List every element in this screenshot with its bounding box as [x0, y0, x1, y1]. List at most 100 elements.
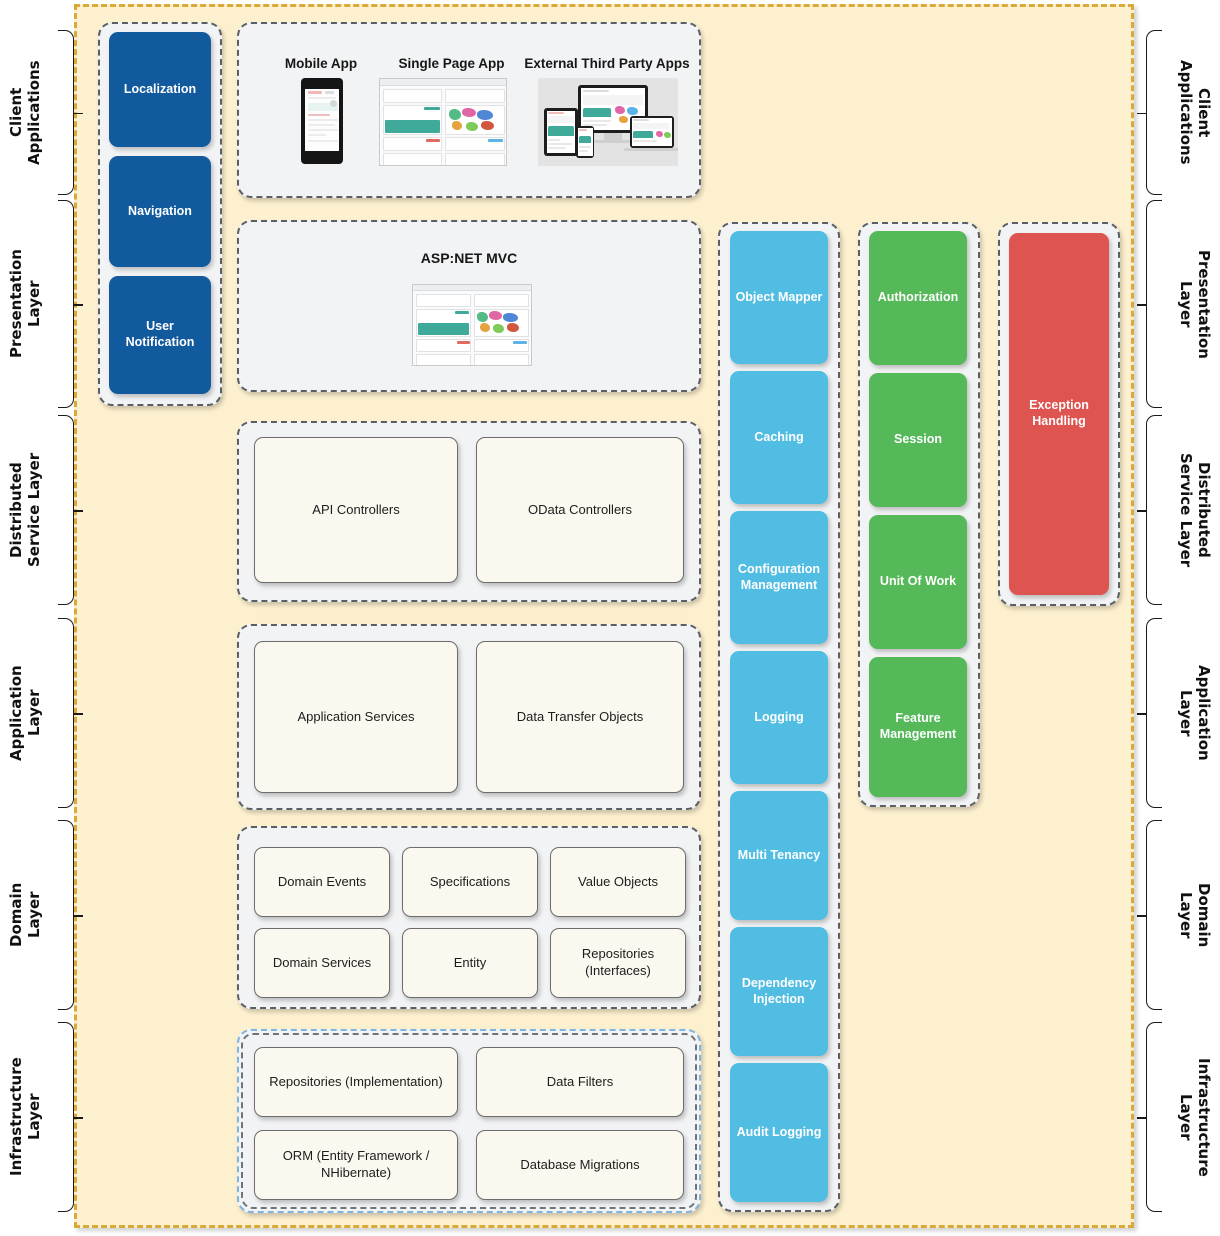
brace-nib [74, 915, 83, 917]
box-label: Repositories (Interfaces) [581, 946, 655, 978]
box-label: Data Transfer Objects [516, 708, 644, 724]
tile-label: Logging [754, 709, 804, 724]
box-database-migrations[interactable]: Database Migrations [476, 1130, 684, 1200]
box-orm[interactable]: ORM (Entity Framework / NHibernate) [254, 1130, 458, 1200]
box-specifications[interactable]: Specifications [402, 847, 538, 917]
layer-label-domain-layer-right: Domain Layer [1177, 882, 1213, 948]
tile-dependency-injection[interactable]: Dependency Injection [730, 927, 828, 1056]
brace-shape [1146, 200, 1162, 408]
tile-authorization[interactable]: Authorization [869, 231, 967, 365]
layer-label-presentation-layer: Presentation Layer [7, 249, 43, 359]
brace-shape [58, 1022, 74, 1212]
tile-label: Authorization [877, 290, 959, 305]
box-label: API Controllers [312, 501, 400, 517]
tile-multi-tenancy[interactable]: Multi Tenancy [730, 791, 828, 920]
brace-shape [1146, 30, 1162, 195]
brace-nib [1137, 510, 1146, 512]
brace-shape [58, 30, 74, 195]
brace-nib [1137, 1117, 1146, 1119]
caption-external-third-party-apps: External Third Party Apps [524, 56, 690, 71]
mvc-dashboard-mockup-icon [412, 284, 532, 366]
presentation-layer-panel: ASP:NET MVC [237, 220, 701, 392]
tile-label: Localization [123, 81, 197, 96]
layer-bracket-right-client-applications: Client Applications [1137, 30, 1220, 195]
box-label: Application Services [297, 708, 415, 724]
layer-bracket-left-domain-layer: Domain Layer [0, 820, 83, 1010]
caption-mobile-app: Mobile App [284, 56, 358, 71]
tile-label: Unit Of Work [879, 574, 957, 589]
layer-bracket-right-presentation-layer: Presentation Layer [1137, 200, 1220, 408]
box-entity[interactable]: Entity [402, 928, 538, 998]
tile-logging[interactable]: Logging [730, 651, 828, 784]
browser-toolbar [413, 285, 531, 292]
tile-label: Object Mapper [735, 289, 823, 304]
spa-dashboard-mockup-icon [379, 78, 507, 166]
brace-nib [1137, 915, 1146, 917]
brace-nib [1137, 713, 1146, 715]
layer-label-infrastructure-layer: Infrastructure Layer [7, 1057, 43, 1177]
brace-nib [74, 112, 83, 115]
aspnet-mvc-title: ASP:NET MVC [420, 250, 518, 266]
tile-label: Configuration Management [738, 561, 820, 592]
client-applications-panel: Mobile App Single Page App External Thir… [237, 22, 701, 198]
brace-shape [58, 415, 74, 605]
tile-label: Caching [754, 429, 804, 444]
layer-bracket-left-infrastructure-layer: Infrastructure Layer [0, 1022, 83, 1212]
tile-label: Exception Handling [1029, 398, 1089, 428]
caption-single-page-app: Single Page App [398, 56, 505, 71]
layer-label-distributed-service-layer: Distributed Service Layer [7, 452, 43, 568]
tile-object-mapper[interactable]: Object Mapper [730, 231, 828, 364]
box-label: Domain Events [277, 873, 367, 889]
layer-label-domain-layer: Domain Layer [7, 882, 43, 948]
box-api-controllers[interactable]: API Controllers [254, 437, 458, 583]
box-data-transfer-objects[interactable]: Data Transfer Objects [476, 641, 684, 793]
tile-audit-logging[interactable]: Audit Logging [730, 1063, 828, 1202]
brace-nib [74, 304, 83, 306]
brace-nib [74, 713, 83, 715]
layer-label-application-layer-right: Application Layer [1177, 665, 1213, 761]
box-label: Value Objects [578, 873, 658, 889]
box-label: ORM (Entity Framework / NHibernate) [282, 1148, 430, 1180]
tile-label: Dependency Injection [741, 975, 817, 1006]
tile-exception-handling[interactable]: Exception Handling [1009, 233, 1109, 595]
box-odata-controllers[interactable]: OData Controllers [476, 437, 684, 583]
tile-user-notification[interactable]: User Notification [109, 276, 211, 394]
tile-localization[interactable]: Localization [109, 32, 211, 147]
layer-label-infrastructure-layer-right: Infrastructure Layer [1177, 1057, 1213, 1177]
brace-nib [74, 510, 83, 512]
box-domain-services[interactable]: Domain Services [254, 928, 390, 998]
tile-unit-of-work[interactable]: Unit Of Work [869, 515, 967, 649]
tile-configuration-management[interactable]: Configuration Management [730, 511, 828, 644]
infrastructure-inner-dashed-border [241, 1033, 697, 1209]
brace-shape [1146, 618, 1162, 808]
layer-bracket-right-distributed-service-layer: Distributed Service Layer [1137, 415, 1220, 605]
tile-feature-management[interactable]: Feature Management [869, 657, 967, 797]
box-repositories-interfaces[interactable]: Repositories (Interfaces) [550, 928, 686, 998]
box-label: Specifications [429, 873, 511, 889]
box-label: Entity [453, 954, 487, 970]
tile-navigation[interactable]: Navigation [109, 156, 211, 267]
brace-shape [58, 200, 74, 408]
box-label: Database Migrations [520, 1156, 640, 1172]
layer-bracket-right-domain-layer: Domain Layer [1137, 820, 1220, 1010]
box-domain-events[interactable]: Domain Events [254, 847, 390, 917]
tile-caching[interactable]: Caching [730, 371, 828, 504]
tile-label: Audit Logging [736, 1124, 822, 1139]
tile-label: Navigation [128, 203, 192, 218]
box-label: OData Controllers [527, 501, 633, 517]
browser-viewport [380, 85, 506, 165]
tile-session[interactable]: Session [869, 373, 967, 507]
layer-label-client-applications: Client Applications [7, 60, 43, 165]
box-label: Data Filters [546, 1073, 614, 1089]
box-value-objects[interactable]: Value Objects [550, 847, 686, 917]
tile-label: Multi Tenancy [737, 847, 821, 862]
layer-bracket-right-application-layer: Application Layer [1137, 618, 1220, 808]
box-label: Repositories (Implementation) [269, 1073, 443, 1089]
box-application-services[interactable]: Application Services [254, 641, 458, 793]
box-data-filters[interactable]: Data Filters [476, 1047, 684, 1117]
box-repositories-implementation[interactable]: Repositories (Implementation) [254, 1047, 458, 1117]
layer-label-presentation-layer-right: Presentation Layer [1177, 249, 1213, 359]
layer-bracket-left-application-layer: Application Layer [0, 618, 83, 808]
layer-bracket-right-infrastructure-layer: Infrastructure Layer [1137, 1022, 1220, 1212]
box-label: Domain Services [272, 954, 372, 970]
